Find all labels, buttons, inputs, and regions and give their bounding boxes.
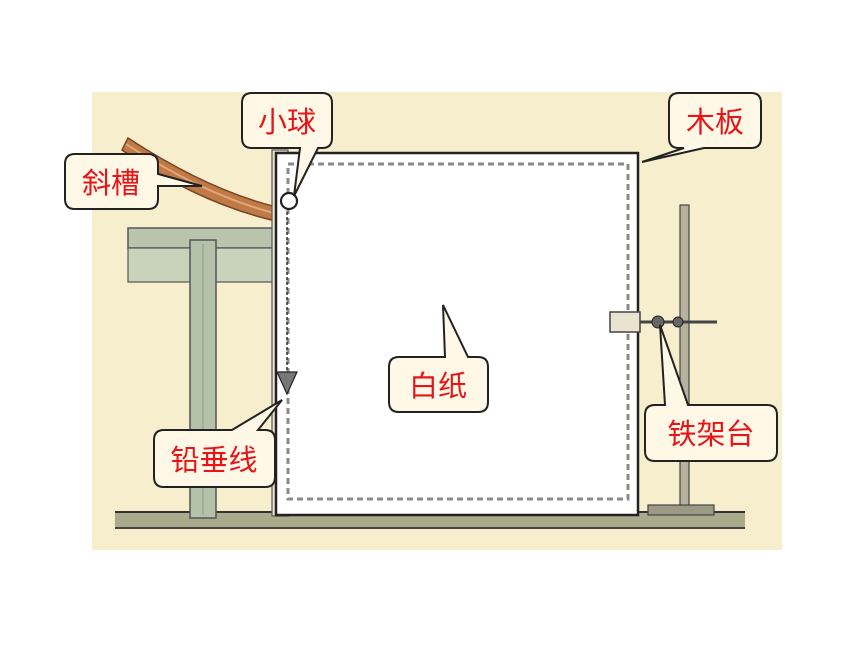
label-board: 木板 (686, 105, 744, 139)
label-paper: 白纸 (409, 369, 467, 403)
ball-icon (279, 191, 299, 211)
callout-ball: 小球 (241, 92, 333, 197)
plumb-bob-icon (276, 371, 298, 396)
label-iron-stand: 铁架台 (667, 417, 754, 451)
callout-iron-stand: 铁架台 (644, 324, 778, 462)
iron-stand (609, 204, 717, 516)
label-ball: 小球 (258, 105, 316, 139)
board-clamp (609, 311, 641, 333)
callout-chute: 斜槽 (64, 153, 203, 210)
paper-dashed-border (286, 162, 630, 501)
callout-paper: 白纸 (388, 304, 489, 413)
callout-board: 木板 (641, 92, 762, 163)
label-plumb-line: 铅垂线 (170, 443, 257, 477)
label-chute: 斜槽 (82, 166, 140, 200)
callout-plumb-line: 铅垂线 (153, 399, 283, 488)
plumb-line (276, 212, 298, 396)
